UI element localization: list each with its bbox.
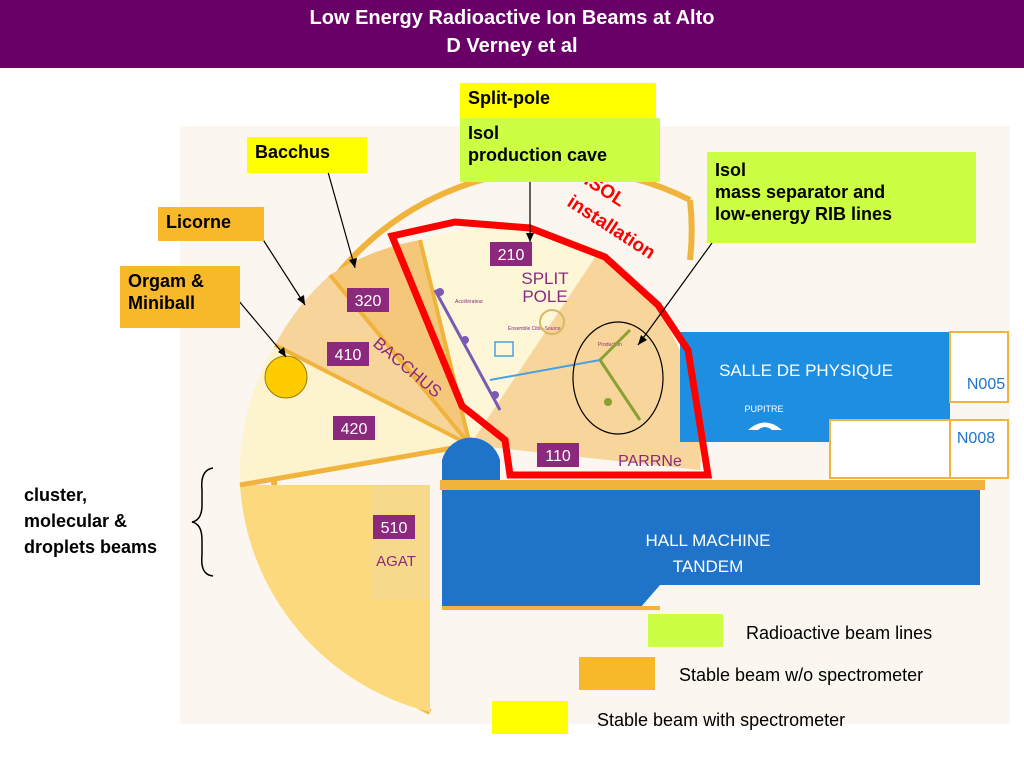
salle-de-physique-label: SALLE DE PHYSIQUE — [719, 361, 893, 380]
title-bar: Low Energy Radioactive Ion Beams at Alto… — [0, 0, 1024, 68]
room-510-label: 510 — [381, 520, 408, 537]
pupitre-label: PUPITRE — [744, 404, 783, 414]
cluster-line2: molecular & — [24, 511, 128, 531]
production-small-label: Production — [598, 342, 622, 348]
legend-swatch-stable-spec — [492, 701, 568, 734]
callout-isol-cave: Isol production cave — [460, 118, 660, 182]
title-line-1: Low Energy Radioactive Ion Beams at Alto — [309, 7, 715, 29]
cluster-text: cluster, molecular & droplets beams — [24, 482, 157, 560]
split-pole-area-line2: POLE — [522, 287, 567, 306]
room-420-label: 420 — [341, 421, 368, 438]
room-tag-110 — [537, 443, 579, 467]
isol-sep-line1: Isol — [715, 160, 747, 180]
mass-separator-circle — [572, 321, 664, 435]
hall-machine-tandem — [442, 437, 980, 608]
hall-label-line1: HALL MACHINE — [645, 531, 770, 550]
room-tag-320 — [347, 288, 389, 312]
legend-label-stable-spec: Stable beam with spectrometer — [597, 710, 846, 730]
callout-isol-separator: Isol mass separator and low-energy RIB l… — [707, 152, 976, 243]
orgam-line2: Miniball — [128, 293, 195, 313]
callout-bacchus: Bacchus — [247, 137, 367, 173]
room-110-label: 110 — [545, 448, 571, 465]
callout-orgam: Orgam & Miniball — [120, 266, 240, 328]
isol-cave-line1: Isol — [468, 123, 500, 143]
outer-wall-2 — [687, 199, 695, 261]
licorne-label: Licorne — [166, 212, 232, 232]
pupitre-icon — [748, 422, 782, 430]
room-320-label: 320 — [355, 293, 382, 310]
agat-label: AGAT — [376, 553, 416, 570]
bacchus-label: Bacchus — [255, 142, 331, 162]
legend-swatch-stable-no-spec — [579, 657, 655, 690]
isol-sep-line3: low-energy RIB lines — [715, 204, 893, 224]
callout-licorne: Licorne — [158, 207, 264, 241]
room-tag-420 — [333, 416, 375, 440]
title-line-2: D Verney et al — [446, 35, 578, 57]
n008-label: N008 — [957, 430, 995, 447]
n005-label: N005 — [967, 376, 1005, 393]
beamline-equipment — [433, 288, 642, 421]
room-tag-410 — [327, 342, 369, 366]
split-pole-area-line1: SPLIT — [521, 269, 568, 288]
room-tag-210 — [490, 242, 532, 266]
ensemble-small-label: Ensemble Cible-Source — [508, 326, 561, 332]
legend-swatch-radioactive — [648, 614, 723, 647]
orgam-marker — [264, 355, 308, 399]
parrne-label: PARRNe — [618, 453, 682, 470]
cluster-line1: cluster, — [24, 485, 88, 505]
room-410-label: 410 — [335, 347, 362, 364]
agat-room — [372, 485, 430, 600]
cluster-line3: droplets beams — [24, 537, 158, 557]
isol-installation-outline — [387, 218, 713, 479]
sector-licorne — [275, 275, 470, 445]
legend-label-radioactive: Radioactive beam lines — [746, 623, 933, 643]
accelerateur-small-label: Accélérateur — [455, 299, 483, 305]
cluster-brace — [191, 467, 214, 577]
isol-cave-line2: production cave — [468, 145, 608, 165]
sector-parrne — [470, 250, 701, 470]
sector-split-pole — [420, 227, 600, 445]
isol-sep-line2: mass separator and — [715, 182, 886, 202]
room-210-label: 210 — [498, 247, 525, 264]
orgam-line1: Orgam & — [128, 271, 205, 291]
room-n008 — [949, 419, 1009, 479]
split-pole-label: Split-pole — [468, 88, 550, 108]
legend-label-stable-no-spec: Stable beam w/o spectrometer — [679, 665, 924, 685]
room-n005 — [949, 331, 1009, 403]
room-tag-510 — [373, 515, 415, 539]
hall-label-line2: TANDEM — [673, 557, 744, 576]
